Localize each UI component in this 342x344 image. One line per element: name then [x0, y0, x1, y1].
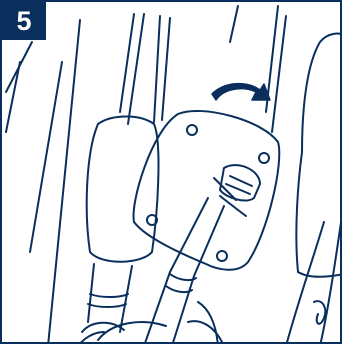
- left-shell-lines: [6, 20, 80, 344]
- step-number-badge: 5: [2, 2, 46, 40]
- seat-frame-tubes: [120, 6, 286, 132]
- right-shell: [286, 34, 342, 344]
- step-number: 5: [16, 6, 31, 36]
- curved-arrow-right-icon: [212, 84, 270, 100]
- left-harness-strap: [82, 264, 132, 332]
- buckle-icon: [214, 165, 260, 216]
- left-shoulder-pad: [87, 117, 159, 262]
